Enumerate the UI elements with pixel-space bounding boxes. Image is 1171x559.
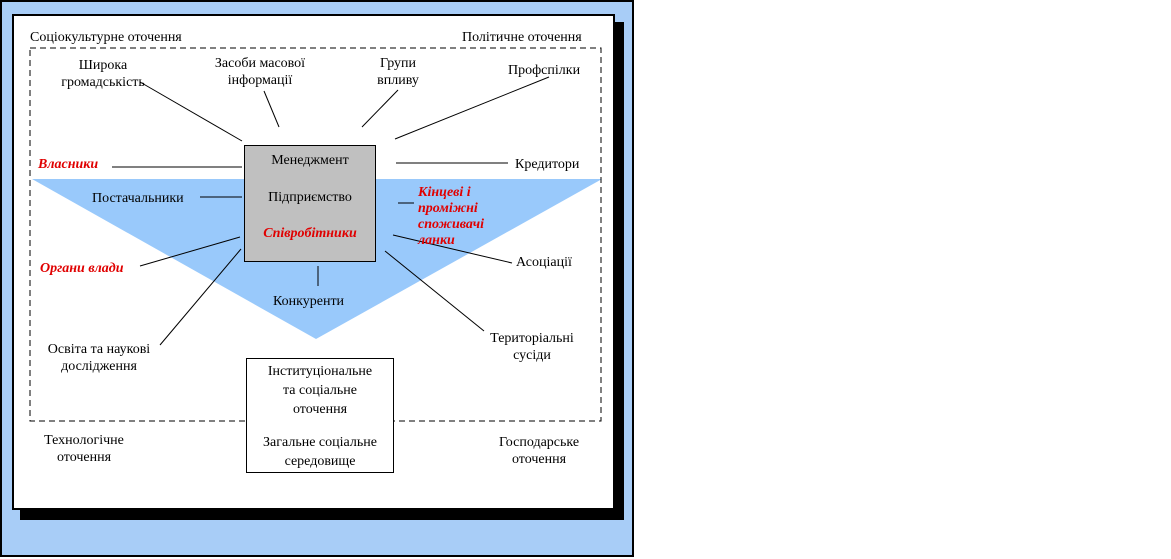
line-education xyxy=(159,248,242,346)
connector-lines xyxy=(112,76,550,424)
political-environment-label: Політичне оточення xyxy=(462,30,582,45)
associations-label: Асоціації xyxy=(516,255,572,270)
unions-label: Профспілки xyxy=(508,63,581,78)
sociocultural-environment-label: Соціокультурне оточення xyxy=(30,30,182,45)
education-label: Освіта та наукові дослідження xyxy=(47,342,151,374)
enterprise-label: Підприємство xyxy=(268,190,352,205)
line-authorities xyxy=(139,236,241,267)
suppliers-label: Постачальники xyxy=(92,191,184,206)
influence-groups-label: Групи впливу xyxy=(377,56,419,88)
creditors-label: Кредитори xyxy=(515,157,580,172)
line-media xyxy=(263,90,280,128)
consumers-label: Кінцеві і проміжні споживачі ланки xyxy=(418,185,484,248)
line-associations xyxy=(392,234,513,264)
institutional-environment-label: Інституціональне та соціальне оточення xyxy=(267,364,373,417)
authorities-label: Органи влади xyxy=(40,261,124,276)
management-label: Менеджмент xyxy=(271,153,349,168)
technological-environment-label: Технологічне оточення xyxy=(44,433,124,465)
line-influence xyxy=(361,89,399,128)
environment-box xyxy=(246,358,394,473)
line-neighbors xyxy=(384,250,485,332)
competitors-label: Конкуренти xyxy=(273,294,345,309)
media-label: Засоби масової інформації xyxy=(214,56,306,88)
environment-border xyxy=(29,47,602,422)
enterprise-box xyxy=(244,145,376,262)
public-label: Широка громадськість xyxy=(61,58,145,90)
economic-environment-label: Господарське оточення xyxy=(498,435,580,467)
line-unions xyxy=(394,76,550,140)
neighbors-label: Територіальні сусіди xyxy=(490,331,574,363)
general-environment-label: Загальне соціальне середовище xyxy=(263,435,377,469)
employees-label: Співробітники xyxy=(263,226,357,241)
owners-label: Власники xyxy=(38,157,99,172)
line-public xyxy=(139,81,243,142)
